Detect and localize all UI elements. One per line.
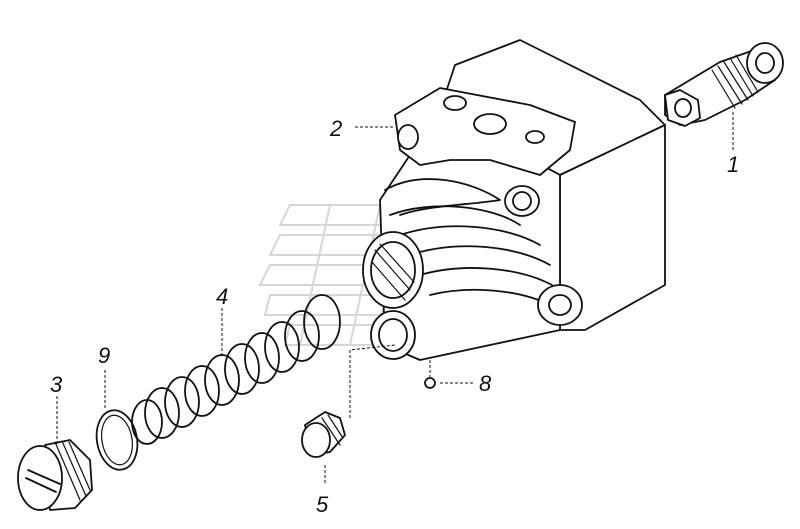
callout-1: 1 <box>727 152 739 177</box>
plug-part <box>17 439 93 511</box>
callout-3: 3 <box>50 372 63 397</box>
callout-2: 2 <box>329 116 342 141</box>
fitting-part <box>664 42 784 127</box>
callout-9: 9 <box>98 343 110 368</box>
housing-part <box>362 39 666 361</box>
ball-part <box>424 377 436 389</box>
cap-part <box>301 411 346 458</box>
ring-part <box>95 409 139 471</box>
callout-8: 8 <box>479 371 492 396</box>
leader-5 <box>349 344 396 418</box>
callout-5: 5 <box>316 492 329 517</box>
spring-part <box>131 294 341 445</box>
callout-4: 4 <box>216 284 228 309</box>
